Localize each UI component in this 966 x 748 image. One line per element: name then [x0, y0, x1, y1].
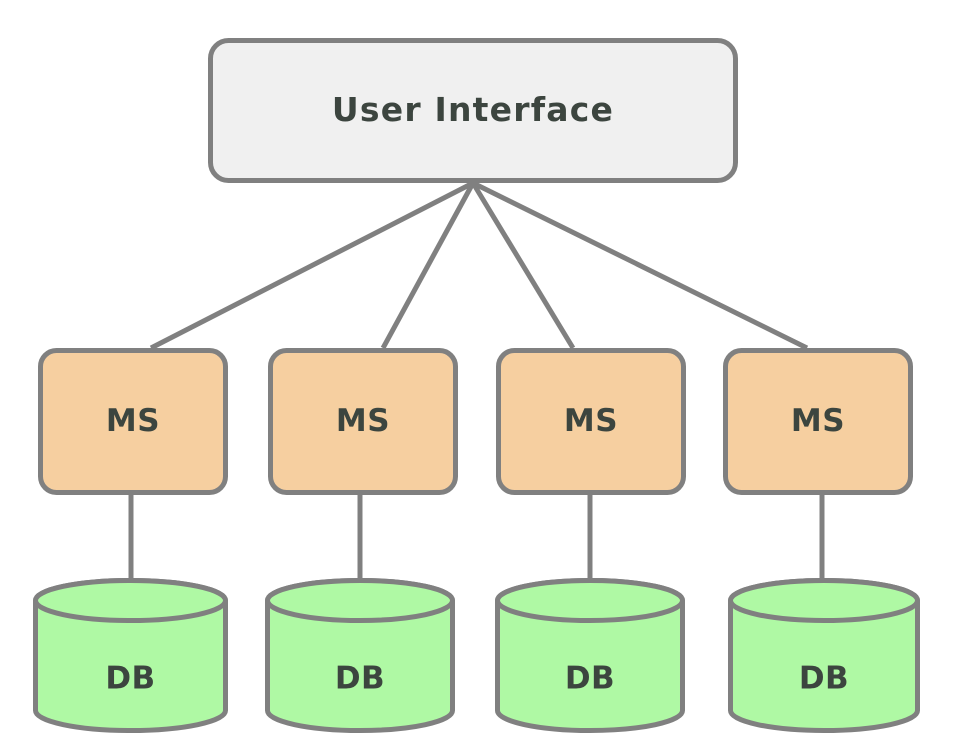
user-interface-node[interactable]: User Interface	[208, 38, 738, 183]
database-cylinder-top-2	[265, 578, 455, 623]
user-interface-box[interactable]	[208, 38, 738, 183]
ui-to-microservice-link-2	[380, 181, 476, 350]
microservice-label-1: MS	[106, 403, 160, 439]
microservice-label-4: MS	[791, 403, 845, 439]
microservice-node-1[interactable]: MS	[38, 348, 228, 495]
ui-to-microservice-link-3	[470, 181, 576, 350]
microservice-node-group: MS MS MS MS	[38, 348, 913, 495]
service-to-database-link-group	[128, 495, 825, 580]
database-label-3: DB	[565, 661, 615, 697]
microservice-node-3[interactable]: MS	[496, 348, 686, 495]
database-node-group: DB DB DB DB	[33, 578, 920, 733]
microservice-box-2[interactable]	[268, 348, 458, 495]
database-cylinder-top-3	[495, 578, 685, 623]
microservice-box-4[interactable]	[723, 348, 913, 495]
microservice-box-1[interactable]	[38, 348, 228, 495]
microservice-label-3: MS	[564, 403, 618, 439]
user-interface-label: User Interface	[332, 90, 614, 129]
database-label-1: DB	[105, 661, 155, 697]
microservice-box-3[interactable]	[496, 348, 686, 495]
microservice-node-2[interactable]: MS	[268, 348, 458, 495]
ui-to-microservice-link-4	[471, 180, 809, 351]
database-node-4[interactable]: DB	[728, 578, 920, 733]
ui-to-microservice-link-1	[149, 180, 475, 351]
ui-to-service-link-group	[149, 180, 809, 351]
microservice-node-4[interactable]: MS	[723, 348, 913, 495]
microservice-label-2: MS	[336, 403, 390, 439]
database-cylinder-top-4	[728, 578, 920, 623]
database-label-2: DB	[335, 661, 385, 697]
database-cylinder-top-1	[33, 578, 228, 623]
database-node-3[interactable]: DB	[495, 578, 685, 733]
database-label-4: DB	[799, 661, 849, 697]
database-node-2[interactable]: DB	[265, 578, 455, 733]
database-node-1[interactable]: DB	[33, 578, 228, 733]
